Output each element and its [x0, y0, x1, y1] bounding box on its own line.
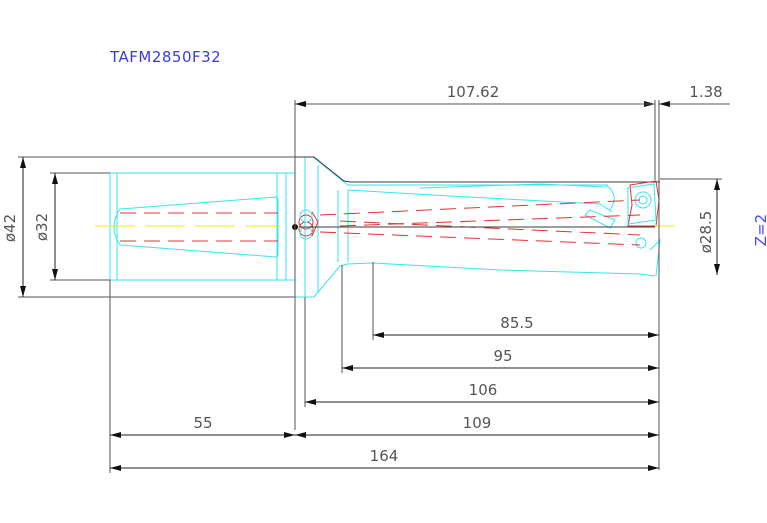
svg-text:106: 106: [469, 381, 498, 399]
svg-text:95: 95: [493, 347, 512, 365]
dimension-shank-bore-diameter: ø32: [33, 172, 110, 281]
svg-text:109: 109: [463, 414, 492, 432]
cutting-insert: [627, 180, 660, 249]
dimension-cutting-diameter: ø28.5: [660, 178, 722, 275]
dimension-55: 55: [109, 280, 295, 473]
drill-body: [347, 183, 661, 277]
svg-text:ø28.5: ø28.5: [697, 211, 715, 254]
part-number-title: TAFM2850F32: [109, 48, 221, 66]
svg-text:55: 55: [193, 414, 212, 432]
dimension-insert-offset: 1.38: [620, 83, 730, 107]
svg-text:85.5: 85.5: [500, 314, 533, 332]
flute-count-label: Z=2: [752, 214, 767, 246]
svg-text:ø42: ø42: [1, 214, 19, 242]
dimension-95: 95: [341, 265, 659, 373]
dimension-109: 109: [295, 414, 659, 438]
dimension-164: 164: [110, 447, 659, 471]
svg-text:164: 164: [370, 447, 399, 465]
svg-text:1.38: 1.38: [689, 83, 722, 101]
dimension-shank-diameter: ø42: [1, 156, 295, 298]
coolant-channels: [120, 199, 641, 246]
dimension-body-to-tip: 107.62: [294, 83, 660, 470]
svg-text:ø32: ø32: [33, 213, 51, 241]
dimension-106: 106: [304, 297, 659, 407]
svg-text:107.62: 107.62: [447, 83, 500, 101]
dimension-85-5: 85.5: [372, 262, 659, 340]
